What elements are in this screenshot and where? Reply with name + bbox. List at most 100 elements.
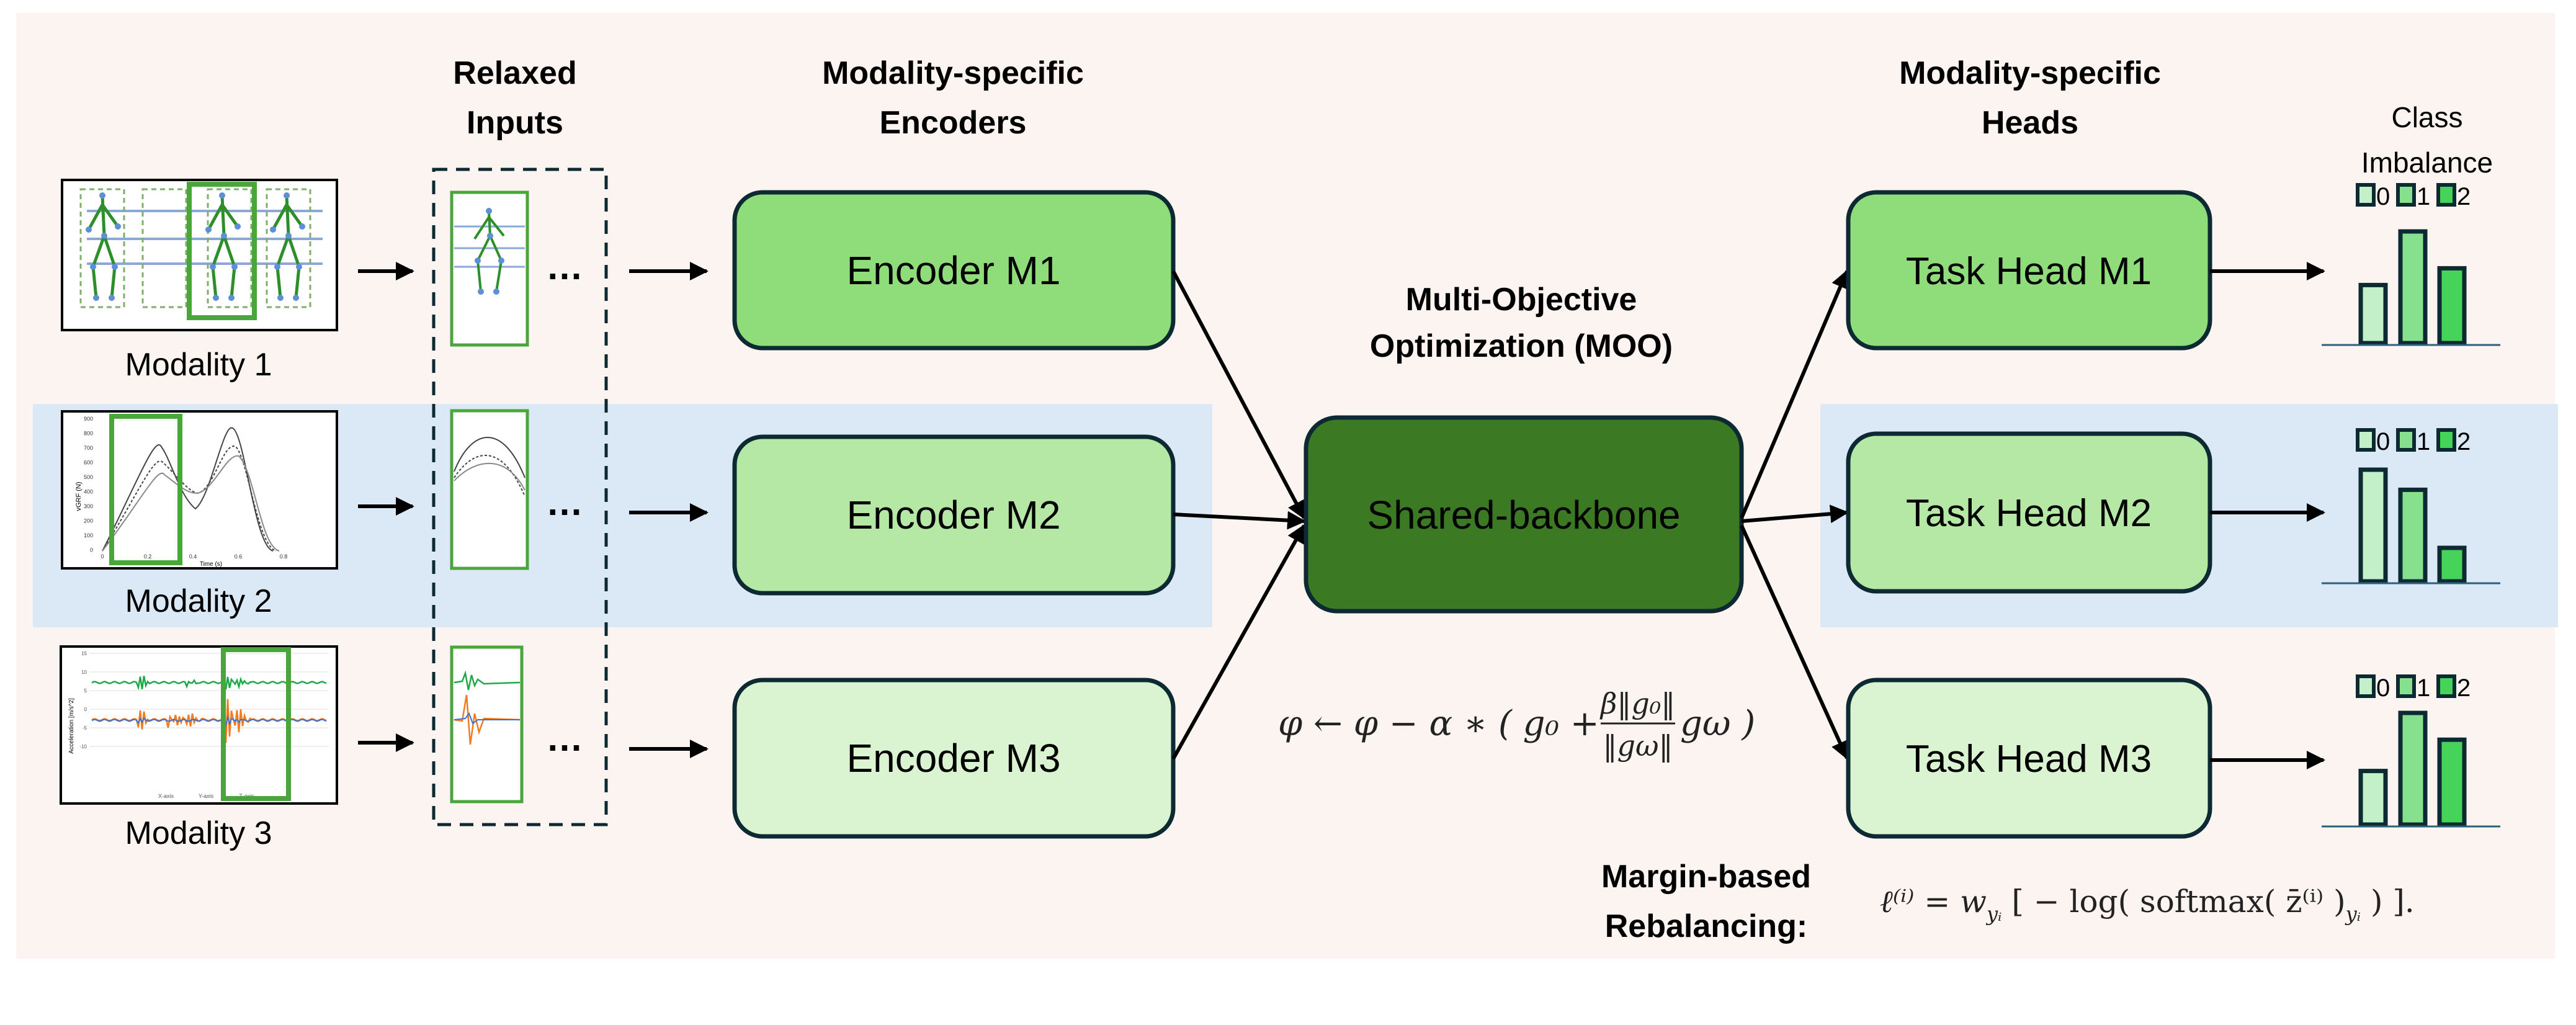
task-head-m1-label: Task Head M1 <box>1906 250 2152 293</box>
rebalancing-title: Margin-based <box>1601 859 1811 895</box>
bar-class-2 <box>2437 266 2467 346</box>
class-imbalance-title: Class <box>2391 101 2462 133</box>
legend-swatch-1 <box>2396 183 2416 207</box>
legend-swatch-0 <box>2356 674 2376 698</box>
tick-label: 800 <box>84 431 93 437</box>
selection-frame <box>109 414 182 565</box>
selection-frame <box>187 182 257 320</box>
legend-label-0: 0 <box>2376 674 2390 702</box>
relaxed-inputs-title-2: Inputs <box>467 105 563 141</box>
tick-label: 0.8 <box>280 553 288 560</box>
heads-title: Modality-specific <box>1899 55 2161 91</box>
arrow <box>1171 524 1306 760</box>
moo-title-2: Optimization (MOO) <box>1370 328 1673 364</box>
svg-text:Acceleration [m/s^2]: Acceleration [m/s^2] <box>68 698 75 754</box>
bar-class-1 <box>2398 229 2428 346</box>
modality1-label: Modality 1 <box>125 347 272 383</box>
arrow <box>1171 270 1306 520</box>
tick-label: 0 <box>90 547 93 553</box>
legend-swatch-1 <box>2396 428 2416 452</box>
selection-frame <box>221 647 291 801</box>
relaxed-input-crop-3 <box>450 645 524 803</box>
svg-text:β‖g₀‖: β‖g₀‖ <box>1599 687 1675 720</box>
bar-class-2 <box>2437 737 2467 827</box>
tick-label: 700 <box>84 445 93 451</box>
svg-text:X-axis: X-axis <box>158 793 174 799</box>
relaxed-input-crop-1 <box>450 190 529 347</box>
ellipsis: … <box>546 246 583 287</box>
legend-label-1: 1 <box>2417 674 2430 702</box>
modality3-label: Modality 3 <box>125 815 272 851</box>
tick-label: 600 <box>84 460 93 466</box>
tick-label: 15 <box>81 651 87 656</box>
tick-label: 0.4 <box>189 553 197 560</box>
legend-swatch-0 <box>2356 428 2376 452</box>
tick-label: 300 <box>84 503 93 509</box>
tick-label: 0 <box>84 707 87 712</box>
task-head-m3-label: Task Head M3 <box>1906 738 2152 781</box>
encoders-title: Modality-specific <box>822 55 1084 91</box>
relaxed-input-crop-2 <box>450 409 529 570</box>
encoder-m3-label: Encoder M3 <box>846 736 1060 781</box>
tick-label: 200 <box>84 518 93 524</box>
tick-label: 400 <box>84 489 93 495</box>
task-head-m2-label: Task Head M2 <box>1906 492 2152 535</box>
moo-title: Multi-Objective <box>1406 282 1637 318</box>
svg-text:vGRF (N): vGRF (N) <box>75 481 83 511</box>
arrow <box>1741 504 1849 524</box>
svg-text:Y-axis: Y-axis <box>199 793 214 799</box>
tick-label: 0.2 <box>144 553 152 560</box>
legend-swatch-2 <box>2436 674 2456 698</box>
encoder-m3: Encoder M3 <box>732 678 1176 839</box>
legend-swatch-2 <box>2436 183 2456 207</box>
arrow <box>1173 511 1306 530</box>
encoder-m1: Encoder M1 <box>732 190 1176 351</box>
legend-swatch-2 <box>2436 428 2456 452</box>
moo-update-formula: φ ← φ − α ∗ ( g₀ + β‖g₀‖ ‖gω‖ gω ) <box>1278 687 1755 763</box>
tick-label: 100 <box>84 532 93 539</box>
legend-label-1: 1 <box>2417 183 2430 210</box>
bar-class-1 <box>2398 710 2428 827</box>
modality1-image <box>61 179 338 331</box>
bar-class-2 <box>2437 545 2467 584</box>
class-imbalance-title-2: Imbalance <box>2361 146 2493 179</box>
tick-label: 10 <box>81 669 87 675</box>
modality2-label: Modality 2 <box>125 583 272 619</box>
legend-swatch-0 <box>2356 183 2376 207</box>
svg-text:‖gω‖: ‖gω‖ <box>1603 729 1673 763</box>
ellipsis: … <box>546 481 583 523</box>
svg-text:gω ): gω ) <box>1680 704 1755 744</box>
bar-class-0 <box>2358 467 2388 584</box>
legend-label-0: 0 <box>2376 428 2390 455</box>
legend-swatch-1 <box>2396 674 2416 698</box>
arrow <box>1740 269 1849 519</box>
rebalancing-title-2: Rebalancing: <box>1605 908 1808 944</box>
encoder-m1-label: Encoder M1 <box>846 248 1060 293</box>
tick-label: -10 <box>79 744 87 750</box>
legend-label-2: 2 <box>2457 183 2471 210</box>
arrow <box>1740 524 1849 760</box>
svg-text:φ ← φ − α ∗ ( g₀ +: φ ← φ − α ∗ ( g₀ + <box>1278 704 1599 744</box>
bar-class-1 <box>2398 487 2428 584</box>
svg-text:Time (s): Time (s) <box>200 561 222 568</box>
tick-label: 0 <box>101 553 104 560</box>
relaxed-inputs-box <box>432 168 608 826</box>
legend-label-2: 2 <box>2457 428 2471 455</box>
heads-title-2: Heads <box>1982 105 2078 141</box>
task-head-m3: Task Head M3 <box>1846 678 2212 839</box>
tick-label: 900 <box>84 416 93 422</box>
legend-label-0: 0 <box>2376 183 2390 210</box>
relaxed-inputs-title: Relaxed <box>453 55 576 91</box>
task-head-m2: Task Head M2 <box>1846 431 2212 594</box>
loss-formula: ℓ⁽ⁱ⁾ = wyᵢ [ − log( softmax( z̄⁽ⁱ⁾ )yᵢ )… <box>1880 884 2415 926</box>
bar-class-0 <box>2358 282 2388 346</box>
legend-label-2: 2 <box>2457 674 2471 702</box>
shared-backbone-label: Shared-backbone <box>1367 493 1680 537</box>
